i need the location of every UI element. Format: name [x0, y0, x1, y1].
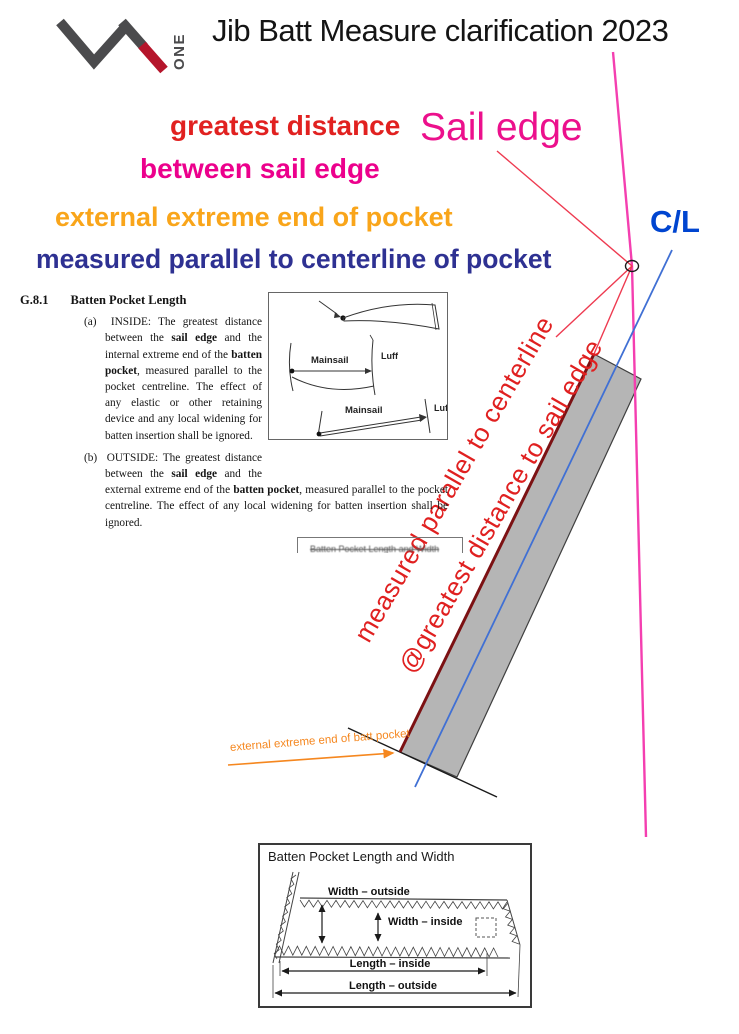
rule-title: Batten Pocket Length — [70, 293, 187, 307]
annotation-measured-parallel: measured parallel to centerline of pocke… — [36, 244, 552, 274]
length-outside-label: Length – outside — [349, 980, 437, 992]
figure-luff-label-1: Luff — [381, 351, 399, 361]
sail-edge-label: Sail edge — [420, 106, 583, 149]
rule-number: G.8.1 — [20, 293, 49, 307]
annotation-between-sail-edge: between sail edge — [140, 153, 380, 184]
vx-one-logo: ONE — [56, 18, 188, 74]
batten-point-circle — [624, 259, 640, 273]
annotation-external-extreme-end: external extreme end of pocket — [55, 202, 453, 232]
figure-mainsail-label-1: Mainsail — [311, 355, 349, 366]
rule-excerpt: Mainsail Luff Mainsail Luff G.8.1Batten … — [20, 286, 463, 553]
batten-pocket-diagram-title: Batten Pocket Length and Width — [268, 849, 455, 864]
rule-heading: G.8.1 Batten Pocket Length — [20, 292, 448, 308]
rule-item-b: (b) OUTSIDE: The greatest distance betwe… — [84, 450, 448, 531]
annotation-greatest-distance: greatest distance — [170, 110, 401, 141]
rule-figure-box: Mainsail Luff Mainsail Luff — [268, 292, 448, 440]
item-b-label: (b) — [84, 451, 98, 464]
figure-luff-label-2: Luff — [434, 403, 448, 413]
orange-pointer-line — [227, 748, 395, 766]
item-a-text: INSIDE: The greatest distance between th… — [105, 316, 263, 442]
figure-mainsail-label-2: Mainsail — [345, 405, 383, 416]
rule-item-a: (a) INSIDE: The greatest distance betwee… — [84, 314, 448, 444]
item-a-label: (a) — [84, 316, 97, 329]
width-outside-label: Width – outside — [328, 886, 410, 898]
cropped-figure-caption: Batten Pocket Length and Width — [310, 543, 440, 553]
cropped-figure-box: Batten Pocket Length and Width — [297, 536, 463, 553]
batt-pocket-pointer-label: external extreme end of batt pocket — [229, 727, 411, 754]
logo-one-text: ONE — [171, 33, 188, 70]
batten-pocket-diagram-drawing: Width – outside Width – inside Length – … — [272, 871, 521, 998]
sail-edge-line — [611, 51, 648, 838]
page-title: Jib Batt Measure clarification 2023 — [212, 13, 669, 48]
length-inside-label: Length – inside — [350, 958, 431, 970]
item-b-text: OUTSIDE: The greatest distance between t… — [105, 451, 448, 529]
width-inside-label: Width – inside — [388, 916, 462, 928]
centerline-label: C/L — [650, 204, 700, 239]
batten-pocket-diagram: Batten Pocket Length and Width — [258, 843, 532, 1008]
